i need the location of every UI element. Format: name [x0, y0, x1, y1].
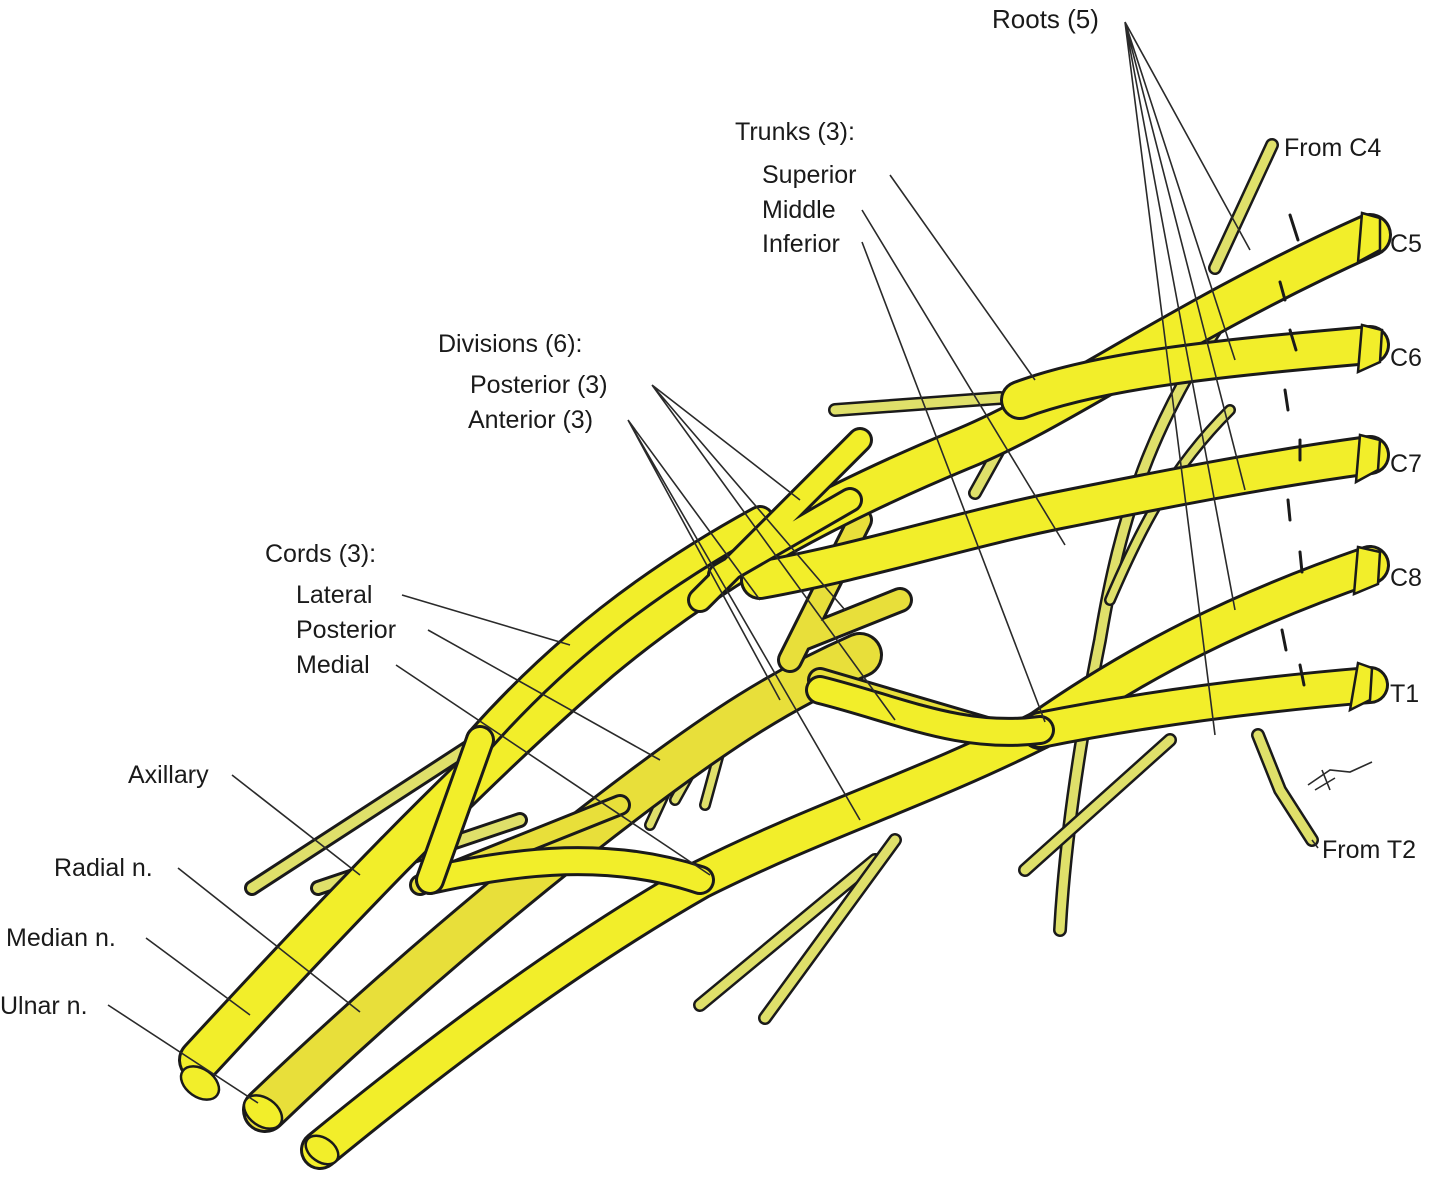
root-c6-label: C6 [1390, 344, 1422, 372]
divisions-heading: Divisions (6): [438, 330, 582, 358]
sympathetic-ganglion-icon [1307, 761, 1373, 791]
root-t1-label: T1 [1390, 680, 1419, 708]
labels: Roots (5) Trunks (3): Superior Middle In… [0, 4, 1422, 1020]
roots-heading: Roots (5) [992, 4, 1099, 34]
leader-lines [107, 21, 1319, 1104]
from-c4-label: From C4 [1284, 134, 1381, 162]
trunks-heading: Trunks (3): [735, 118, 855, 146]
trunk-middle-label: Middle [762, 196, 836, 224]
cord-lateral-label: Lateral [296, 581, 372, 609]
trunk-superior-label: Superior [762, 161, 857, 189]
root-c7-label: C7 [1390, 450, 1422, 478]
radial-nerve-label: Radial n. [54, 854, 153, 882]
root-c5-label: C5 [1390, 230, 1422, 258]
from-t2-label: From T2 [1322, 836, 1416, 864]
trunk-inferior-label: Inferior [762, 230, 840, 258]
root-ends [1278, 211, 1384, 713]
cord-posterior-label: Posterior [296, 616, 396, 644]
median-nerve-label: Median n. [6, 924, 116, 952]
nerve-cut-ends [179, 1065, 340, 1166]
axillary-label: Axillary [128, 761, 209, 789]
main-nerves [178, 213, 1392, 1170]
cord-medial-label: Medial [296, 651, 370, 679]
division-posterior-label: Posterior (3) [470, 371, 608, 399]
root-c8-label: C8 [1390, 564, 1422, 592]
ulnar-nerve-label: Ulnar n. [0, 992, 88, 1020]
cords-heading: Cords (3): [265, 540, 376, 568]
division-anterior-label: Anterior (3) [468, 406, 593, 434]
